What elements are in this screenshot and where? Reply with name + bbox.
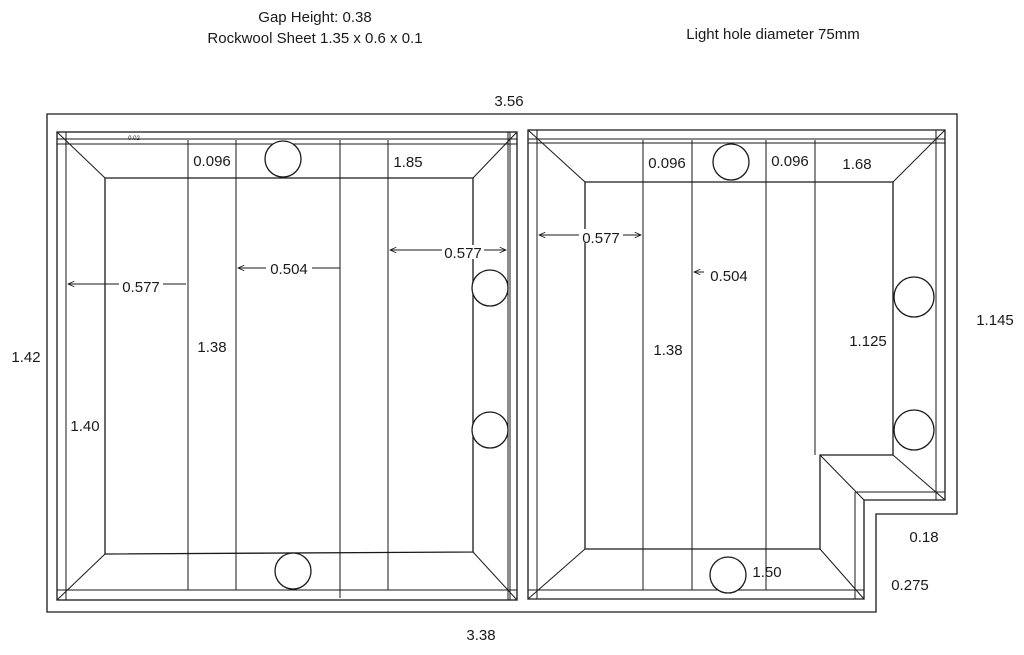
left-bed-center-strip: 0.504 (270, 261, 308, 278)
light-hole-right-top (712, 143, 750, 181)
overall-bottom-width: 3.38 (466, 627, 495, 644)
left-bed-left-strip: 0.577 (122, 279, 160, 296)
right-bed-notch-diag-1 (892, 454, 946, 501)
left-bed-corner-tl (56, 131, 106, 179)
right-bed-top-length: 1.68 (842, 156, 871, 173)
right-bed-top-gap-a: 0.096 (648, 155, 686, 172)
left-bed-outer (56, 131, 518, 601)
light-hole-left-right-upper (471, 269, 509, 307)
light-hole-right-side-upper (893, 276, 935, 318)
left-bed-outer-height: 1.40 (70, 418, 99, 435)
right-bed-corner-tr (892, 129, 946, 183)
left-bed-corner-bl (56, 553, 106, 601)
left-bed-tiny-note: 0.02 (128, 136, 140, 142)
gap-height-label: Gap Height: 0.38 (258, 9, 371, 26)
light-hole-right-side-lower (893, 409, 935, 451)
right-bed-inner (584, 181, 894, 550)
right-bed-notch-diag-2 (819, 454, 865, 501)
left-bed-top-gap: 0.096 (193, 153, 231, 170)
left-bed-inner-height: 1.38 (197, 339, 226, 356)
light-hole-right-bottom (709, 556, 747, 594)
left-bed-corner-br (472, 551, 518, 601)
right-bed-notch-height: 1.125 (849, 333, 887, 350)
overall-right-height: 1.145 (976, 312, 1014, 329)
light-hole-left-bottom (274, 552, 312, 590)
right-bed-center-strip: 0.504 (710, 268, 748, 285)
right-bed-corner-tl (527, 129, 586, 183)
right-bed-inner-height: 1.38 (653, 342, 682, 359)
label-bg (266, 262, 312, 276)
label-bg (119, 278, 163, 292)
right-bed-outer (527, 129, 946, 600)
overall-left-height: 1.42 (11, 349, 40, 366)
right-bed (527, 129, 946, 600)
overall-top-width: 3.56 (494, 93, 523, 110)
left-bed (56, 131, 518, 601)
left-bed-inner (104, 177, 474, 555)
label-bg (442, 245, 484, 259)
label-bg (579, 229, 623, 243)
step-small-dimension: 0.18 (909, 529, 938, 546)
left-bed-corner-tr (472, 131, 518, 179)
light-hole-label: Light hole diameter 75mm (686, 26, 859, 43)
rockwool-sheet-label: Rockwool Sheet 1.35 x 0.6 x 0.1 (207, 30, 422, 47)
right-bed-top-gap-b: 0.096 (771, 153, 809, 170)
step-large-dimension: 0.275 (891, 577, 929, 594)
left-bed-top-length: 1.85 (393, 154, 422, 171)
right-bed-corner-br (819, 548, 865, 600)
outer-boundary (46, 113, 958, 613)
light-hole-left-top (264, 140, 302, 178)
right-bed-corner-bl (527, 548, 586, 600)
right-bed-bottom-length: 1.50 (752, 564, 781, 581)
light-hole-left-right-lower (471, 411, 509, 449)
right-bed-left-strip: 0.577 (582, 230, 620, 247)
left-bed-right-strip: 0.577 (444, 245, 482, 262)
